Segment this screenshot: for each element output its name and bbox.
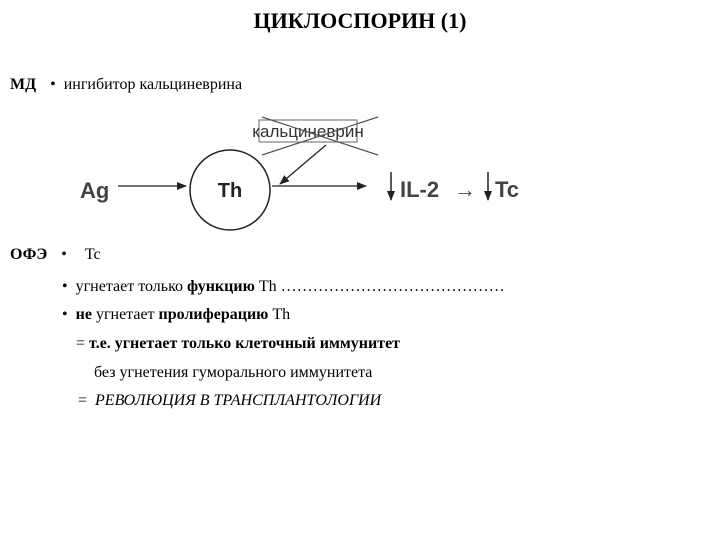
ofe-line-1: • угнетает только функцию Th ……………………………… <box>62 278 505 296</box>
ag-label: Ag <box>80 178 109 203</box>
line2-mid: угнетает <box>95 306 155 323</box>
line1-post: Th <box>258 278 277 295</box>
th-label: Th <box>218 180 242 202</box>
line2-post: Th <box>272 306 291 323</box>
ofe-line-2: • не угнетает пролиферацию Th <box>62 306 290 324</box>
line4-text: без угнетения гуморального иммунитета <box>94 364 373 381</box>
th-circle <box>189 149 271 231</box>
il2-to-tc-arrow: → <box>454 177 476 202</box>
ofe-subject: Tc <box>84 246 101 263</box>
il2-label: IL-2 <box>400 177 439 202</box>
line3-eq: = <box>76 335 86 352</box>
ofe-row: ОФЭ • Tc <box>10 246 101 264</box>
line5-eq: = <box>78 392 88 409</box>
ofe-bullet: • <box>61 246 67 263</box>
line5-text: РЕВОЛЮЦИЯ В ТРАНСПЛАНТОЛОГИИ <box>95 392 382 409</box>
line1-bold: функцию <box>187 278 255 295</box>
ofe-label: ОФЭ <box>10 246 48 263</box>
md-row: МД • ингибитор кальциневрина <box>10 76 242 94</box>
line1-pre: угнетает только <box>75 278 184 295</box>
ofe-line-5: = РЕВОЛЮЦИЯ В ТРАНСПЛАНТОЛОГИИ <box>78 392 381 410</box>
line3-text: т.е. угнетает только клеточный иммунитет <box>89 335 401 352</box>
md-text: ингибитор кальциневрина <box>63 76 243 93</box>
line1-bullet: • <box>62 278 68 295</box>
line1-dots: …………………………………… <box>280 278 505 295</box>
calcineurin-cross-line-2 <box>261 116 379 156</box>
line2-bullet: • <box>62 306 68 323</box>
page-title: ЦИКЛОСПОРИН (1) <box>253 8 467 33</box>
line2-bold-not: не <box>75 306 92 323</box>
calcineurin-box <box>258 119 358 143</box>
calcineurin-to-th-arrow <box>279 144 327 185</box>
tc-label: Tc <box>495 177 519 202</box>
line2-bold: пролиферацию <box>158 306 269 323</box>
ofe-line-3: = т.е. угнетает только клеточный иммунит… <box>76 335 400 353</box>
md-label: МД <box>10 76 37 93</box>
md-bullet: • <box>50 76 56 93</box>
ofe-line-4: без угнетения гуморального иммунитета <box>94 364 372 382</box>
